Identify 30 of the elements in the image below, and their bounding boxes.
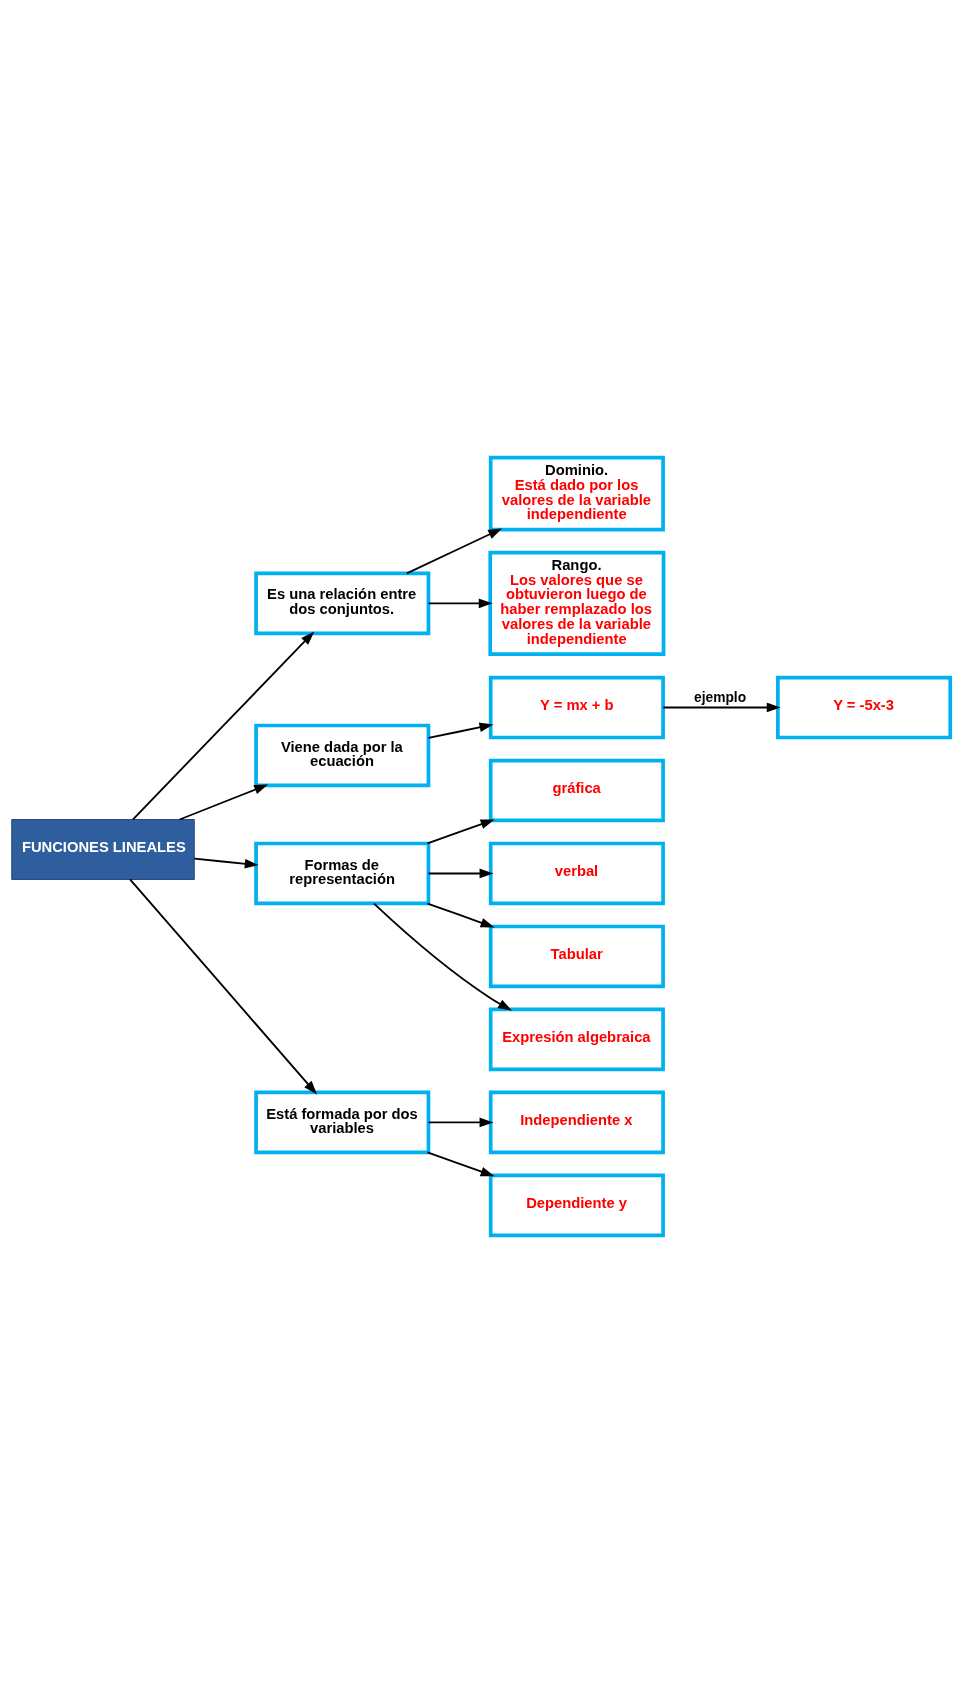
- node-box: Dominio. Está dado por los valores de la variable independiente: [488, 455, 665, 531]
- node-box: Y = mx + b: [488, 675, 665, 739]
- node-box: gráfica: [488, 758, 665, 822]
- arrow: [405, 527, 503, 574]
- node-box: Es una relación entre dos conjuntos.: [254, 571, 431, 635]
- arrow: [427, 598, 493, 608]
- arrow: [178, 784, 269, 820]
- arrow: [129, 878, 318, 1094]
- arrow: [427, 722, 494, 739]
- arrow: [426, 819, 495, 844]
- arrow: [427, 868, 494, 878]
- node-box: Expresión algebraica: [488, 1007, 665, 1071]
- node-box: Y = -5x-3: [776, 675, 953, 739]
- arrow: [373, 902, 512, 1011]
- arrow: [427, 1117, 494, 1127]
- node-box: Formas de representación: [254, 841, 431, 905]
- arrow: [426, 1151, 495, 1176]
- node-box: Viene dada por la ecuación: [254, 723, 431, 787]
- node-box: verbal: [488, 841, 665, 905]
- node-box: Rango. Los valores que se obtuvieron luego de haber remplazado los valores de la variable independiente: [488, 550, 666, 656]
- node-box: Dependiente y: [488, 1173, 665, 1237]
- edge-label: ejemplo: [693, 688, 747, 705]
- arrow: [132, 630, 315, 820]
- arrow: [662, 702, 781, 712]
- node-box: Independiente x: [488, 1090, 665, 1154]
- node-box: Está formada por dos variables: [254, 1090, 431, 1154]
- arrow: [193, 857, 259, 869]
- arrow: [426, 902, 495, 927]
- node-box: Tabular: [488, 924, 665, 988]
- node-box: FUNCIONES LINEALES: [11, 818, 195, 880]
